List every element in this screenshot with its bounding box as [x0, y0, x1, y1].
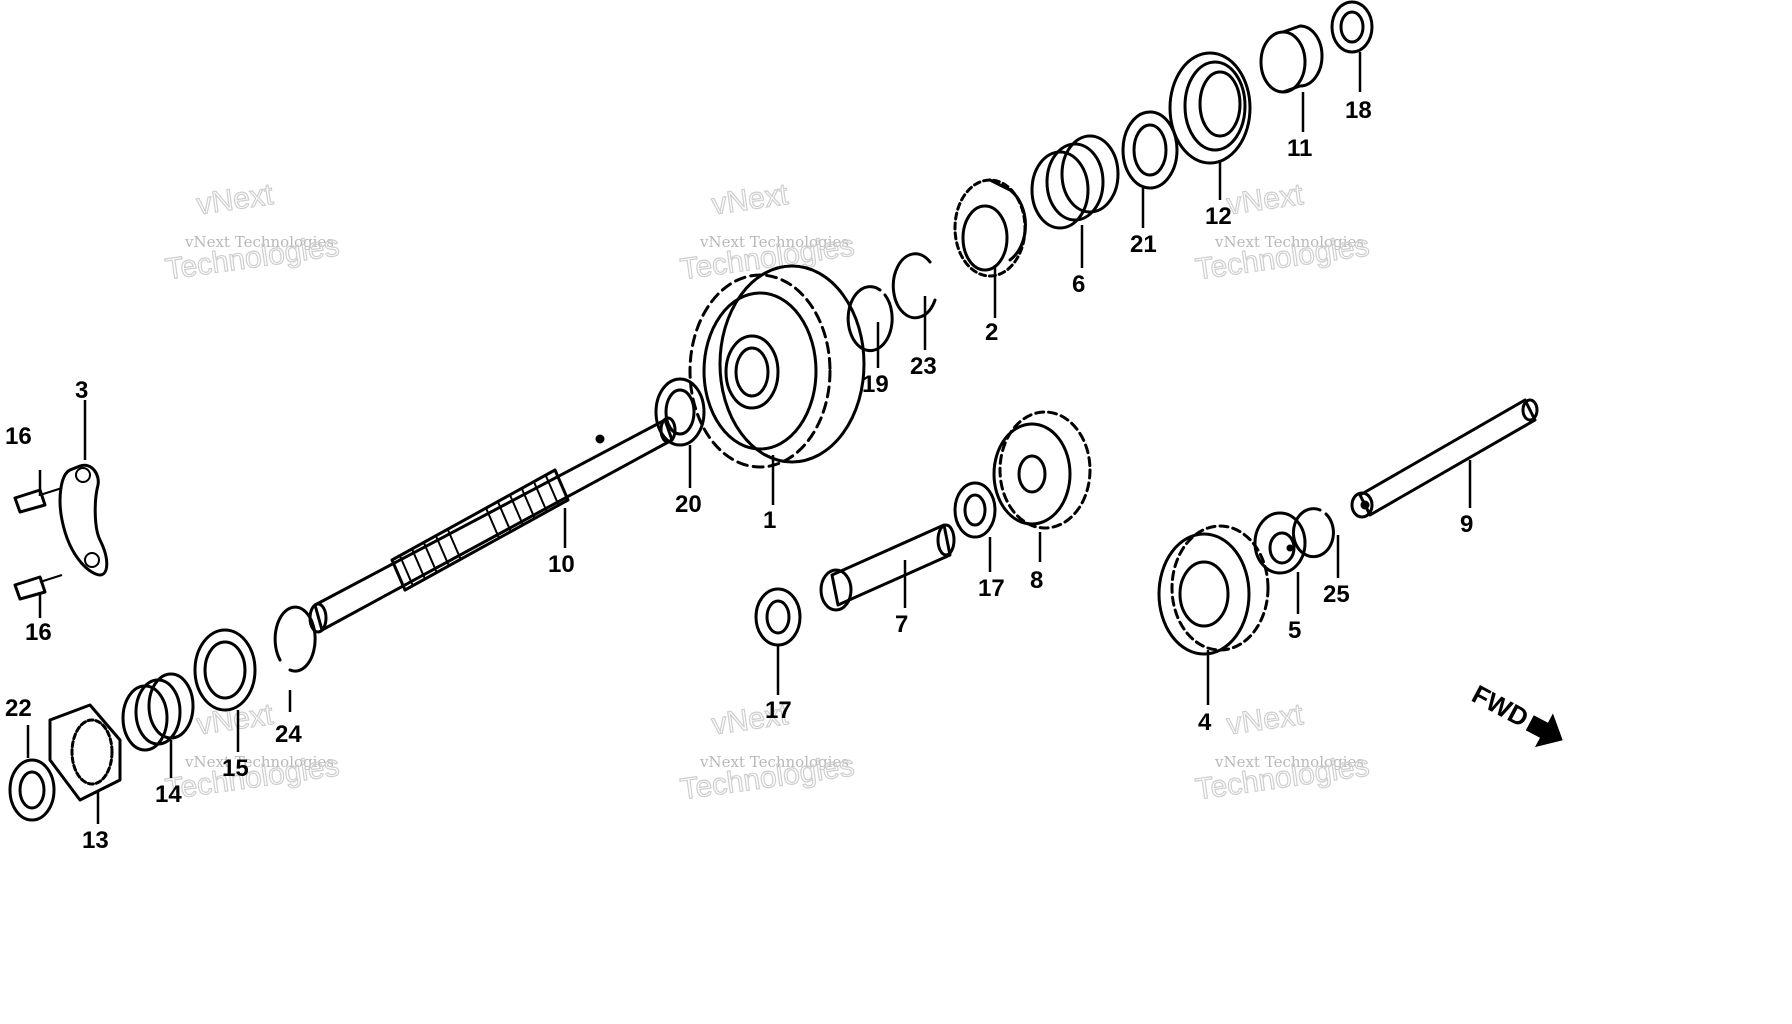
callout-8: 8 — [1030, 567, 1043, 594]
gear-2-part — [953, 178, 1027, 278]
gear-4-part — [1157, 524, 1270, 656]
collar-11-part — [1259, 24, 1324, 94]
callout-11: 11 — [1287, 135, 1312, 162]
washer-15-part — [193, 628, 257, 712]
watermark-text: vNext Technologies — [1214, 753, 1364, 771]
shaft-7-part — [819, 523, 956, 612]
watermark-vnext: vNext — [195, 698, 276, 741]
fwd-label: FWD — [1467, 679, 1533, 733]
callout-2: 2 — [985, 319, 998, 346]
watermark-vnext: vNext — [1225, 698, 1306, 741]
callout-17-upper: 17 — [978, 575, 1005, 602]
callout-23: 23 — [910, 353, 937, 380]
watermark-text: vNext Technologies — [699, 753, 849, 771]
callout-4: 4 — [1198, 709, 1212, 736]
watermark-text: vNext Technologies — [184, 233, 334, 251]
washer-17-upper-part — [953, 481, 997, 539]
gear-8-part — [992, 410, 1092, 530]
callout-3: 3 — [75, 377, 88, 404]
washer-22-inner — [18, 770, 46, 810]
main-shaft-part — [308, 416, 677, 634]
washer-20-inner — [664, 388, 696, 436]
washer-21-inner — [1132, 123, 1168, 177]
washer-22-part — [8, 758, 56, 822]
callout-21: 21 — [1130, 231, 1157, 258]
watermark-vnext: vNext — [710, 178, 791, 221]
callout-13: 13 — [82, 827, 109, 854]
callout-7: 7 — [895, 611, 908, 638]
watermark-text: vNext Technologies — [699, 233, 849, 251]
collar-5-part — [1253, 511, 1307, 575]
watermark-text: vNext Technologies — [1214, 233, 1364, 251]
callout-12: 12 — [1205, 203, 1232, 230]
washer-15-inner — [203, 640, 247, 700]
circlip-24-part — [273, 605, 317, 673]
washer-17-lower-part — [754, 587, 802, 647]
callout-16-upper: 16 — [5, 423, 32, 450]
fwd-indicator: FWD — [1467, 679, 1563, 748]
circlip-23-part — [891, 252, 937, 320]
callout-15: 15 — [222, 755, 249, 782]
washer-17-lower-inner — [765, 599, 791, 635]
callout-25: 25 — [1323, 581, 1350, 608]
bolt-16-lower-part — [13, 574, 63, 601]
spring-12-part — [1168, 51, 1252, 165]
large-gear-part — [688, 264, 866, 469]
callout-20: 20 — [675, 491, 702, 518]
washer-18-inner — [1339, 10, 1365, 44]
callout-10: 10 — [548, 551, 575, 578]
callout-17-lower: 17 — [765, 697, 792, 724]
callout-16-lower: 16 — [25, 619, 52, 646]
callout-22: 22 — [5, 695, 32, 722]
washer-18-part — [1330, 0, 1374, 54]
callout-19: 19 — [862, 371, 889, 398]
watermark-vnext: vNext — [195, 178, 276, 221]
washer-20-part — [654, 377, 706, 447]
callout-5: 5 — [1288, 617, 1301, 644]
callout-6: 6 — [1072, 271, 1085, 298]
watermark-vnext: vNext — [1225, 178, 1306, 221]
fwd-arrow-icon — [1525, 713, 1563, 748]
washer-21-part — [1121, 110, 1179, 190]
callouts: 1 2 3 4 5 6 7 8 9 10 11 12 13 14 15 16 1… — [5, 97, 1473, 854]
callout-14: 14 — [155, 781, 182, 808]
circlip-25-part — [1291, 507, 1335, 559]
shaft-9-part — [1350, 398, 1539, 519]
callout-24: 24 — [275, 721, 302, 748]
spring-6-part — [1030, 134, 1120, 230]
washer-17-upper-inner — [963, 493, 987, 527]
callout-1: 1 — [763, 507, 776, 534]
bolt-16-upper-part — [13, 487, 63, 514]
callout-18: 18 — [1345, 97, 1372, 124]
spring-14-part — [121, 672, 195, 752]
circlip-19-part — [846, 285, 894, 353]
leader-lines — [26, 52, 1472, 824]
ratchet-13-part — [48, 703, 122, 802]
watermark-text: vNext Technologies — [184, 753, 334, 771]
callout-9: 9 — [1460, 511, 1473, 538]
bracket-3-part — [58, 463, 109, 577]
